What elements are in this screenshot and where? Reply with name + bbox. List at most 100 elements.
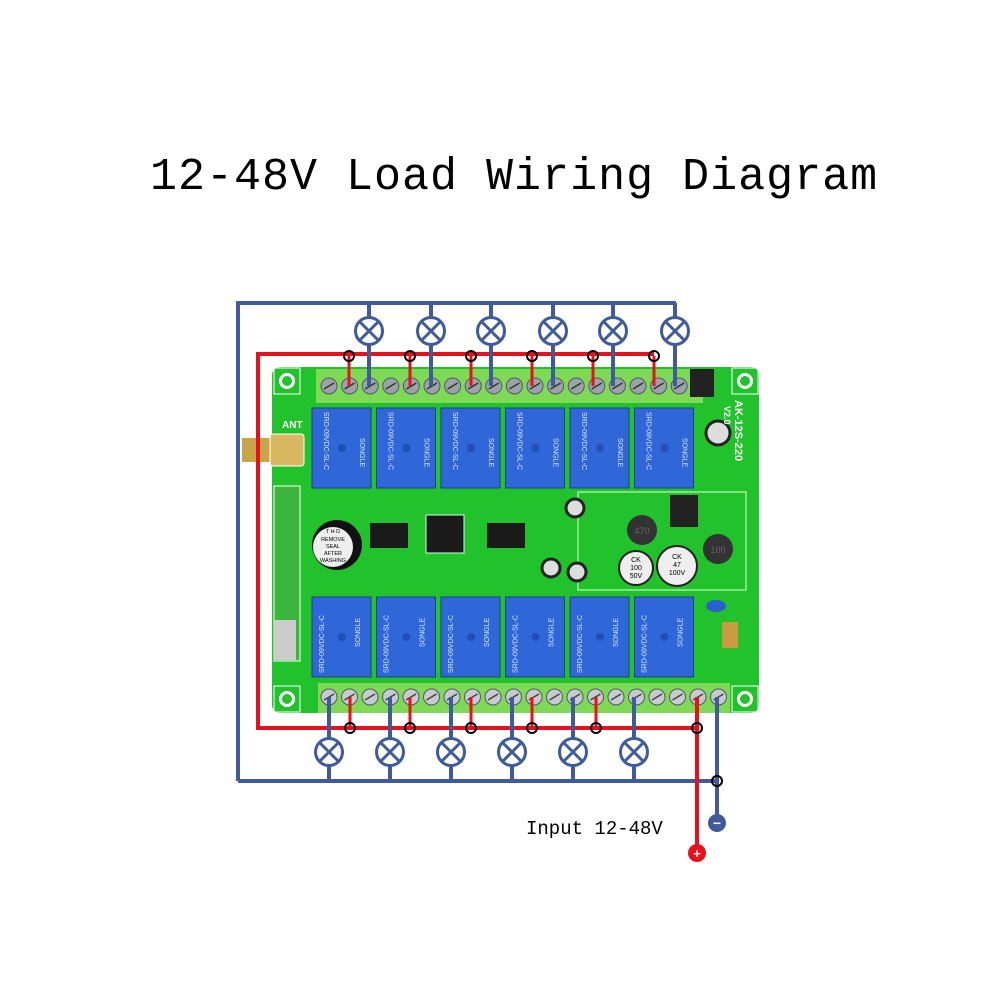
svg-text:SRD-09VDC-SL-C: SRD-09VDC-SL-C xyxy=(513,615,520,673)
relay: SRD-09VDC-SL-C SONGLE xyxy=(634,596,694,678)
terminal-screw[interactable] xyxy=(648,688,666,706)
lamp-icon xyxy=(558,697,588,781)
negative-terminal: − xyxy=(708,814,726,832)
relay: SRD-09VDC-SL-C SONGLE xyxy=(311,596,372,678)
crystal xyxy=(274,620,296,660)
svg-text:SONGLE: SONGLE xyxy=(549,617,556,647)
mount-hole xyxy=(273,685,301,713)
ic-u3 xyxy=(487,523,525,548)
terminal-screw[interactable] xyxy=(628,688,645,706)
lamp-icon xyxy=(314,697,344,781)
capacitor-47uf: CK 47 100V xyxy=(656,545,698,587)
input-voltage-label: Input 12-48V xyxy=(526,818,663,840)
svg-text:SRD-09VDC-SL-C: SRD-09VDC-SL-C xyxy=(577,615,584,673)
svg-text:SONGLE: SONGLE xyxy=(358,438,365,468)
svg-text:SRD-09VDC-SL-C: SRD-09VDC-SL-C xyxy=(642,615,649,673)
wire-junction xyxy=(648,350,660,386)
terminal-screw[interactable] xyxy=(484,688,502,706)
terminal-screw[interactable] xyxy=(567,377,585,395)
mount-hole xyxy=(731,685,759,713)
positive-terminal: + xyxy=(688,844,706,862)
svg-text:SONGLE: SONGLE xyxy=(420,617,427,647)
lamp-icon xyxy=(354,303,384,386)
svg-text:AFTER: AFTER xyxy=(324,551,342,557)
svg-text:SONGLE: SONGLE xyxy=(613,617,620,647)
terminal-screw[interactable] xyxy=(464,377,482,395)
svg-text:−: − xyxy=(713,815,721,831)
antenna-label: ANT xyxy=(282,420,303,431)
lamp-icon xyxy=(375,697,405,781)
svg-text:SRD-09VDC-SL-C: SRD-09VDC-SL-C xyxy=(319,615,326,673)
svg-text:SRD-09VDC-SL-C: SRD-09VDC-SL-C xyxy=(322,412,329,470)
svg-text:SONGLE: SONGLE xyxy=(355,617,362,647)
lamp-icon xyxy=(416,303,446,386)
terminal-screw[interactable] xyxy=(588,377,606,395)
wire-junction xyxy=(404,697,416,734)
inductor-470 xyxy=(627,515,657,545)
wire-junction xyxy=(691,722,703,734)
terminal-screw[interactable] xyxy=(505,377,523,395)
svg-text:SONGLE: SONGLE xyxy=(423,438,430,468)
terminal-screw[interactable] xyxy=(607,688,625,706)
lamp-icon xyxy=(598,303,628,386)
wire-junction xyxy=(711,775,723,787)
svg-text:SRD-09VDC-SL-C: SRD-09VDC-SL-C xyxy=(516,412,523,470)
wire-junction xyxy=(590,697,602,734)
svg-text:100V: 100V xyxy=(669,570,686,577)
svg-text:SONGLE: SONGLE xyxy=(678,617,685,647)
ic-u2 xyxy=(370,523,408,548)
svg-text:50V: 50V xyxy=(630,573,643,580)
terminal-screw[interactable] xyxy=(444,377,462,395)
wire-junction xyxy=(343,350,355,386)
terminal-screw[interactable] xyxy=(485,377,503,395)
relay: SRD-09VDC-SL-C SONGLE xyxy=(311,407,372,489)
mount-hole xyxy=(273,367,301,395)
terminal-screw[interactable] xyxy=(361,688,379,706)
terminal-screw[interactable] xyxy=(525,688,543,706)
svg-text:SRD-09VDC-SL-C: SRD-09VDC-SL-C xyxy=(384,615,391,673)
svg-text:SRD-09VDC-SL-C: SRD-09VDC-SL-C xyxy=(448,615,455,673)
lamp-icon xyxy=(619,697,649,781)
svg-text:CK: CK xyxy=(631,557,641,564)
terminal-screw[interactable] xyxy=(546,688,563,706)
wire-junction xyxy=(526,350,538,386)
svg-text:47: 47 xyxy=(673,562,681,569)
terminal-screw[interactable] xyxy=(547,377,565,395)
terminal-screw[interactable] xyxy=(382,377,400,395)
svg-text:SRD-09VDC-SL-C: SRD-09VDC-SL-C xyxy=(580,412,587,470)
svg-text:SRD-09VDC-SL-C: SRD-09VDC-SL-C xyxy=(451,412,458,470)
svg-text:SONGLE: SONGLE xyxy=(484,617,491,647)
lamp-icon xyxy=(476,303,506,386)
svg-text:470: 470 xyxy=(634,526,649,536)
svg-text:100: 100 xyxy=(710,545,725,555)
terminal-screw[interactable] xyxy=(526,377,544,395)
relay: SRD-09VDC-SL-C SONGLE xyxy=(569,407,630,489)
wire-junction xyxy=(587,350,599,386)
board-model: AK-12S-220 xyxy=(732,400,744,461)
svg-text:SONGLE: SONGLE xyxy=(681,438,688,468)
lamp-icon xyxy=(497,697,527,781)
relay: SRD-09VDC-SL-C SONGLE xyxy=(505,596,565,678)
terminal-screw[interactable] xyxy=(423,688,440,706)
relay: SRD-09VDC-SL-C SONGLE xyxy=(505,407,565,489)
bottom-terminal-block xyxy=(318,683,730,713)
terminal-screw[interactable] xyxy=(669,688,686,706)
svg-text:SONGLE: SONGLE xyxy=(616,438,623,468)
wire-junction xyxy=(526,697,538,734)
mount-hole xyxy=(731,367,759,395)
svg-text:SONGLE: SONGLE xyxy=(552,438,559,468)
svg-text:REMOVE: REMOVE xyxy=(321,537,345,543)
wire-junction xyxy=(465,350,477,386)
terminal-screw[interactable] xyxy=(629,377,647,395)
reset-button[interactable] xyxy=(690,369,714,397)
svg-text:CK: CK xyxy=(672,554,682,561)
terminal-screw[interactable] xyxy=(320,377,338,395)
wire-junction xyxy=(465,697,477,734)
relay: SRD-09VDC-SL-C SONGLE xyxy=(569,596,630,678)
inductor-100 xyxy=(703,534,733,564)
antenna-connector: ANT xyxy=(242,420,305,467)
relay: SRD-09VDC-SL-C SONGLE xyxy=(376,596,436,678)
